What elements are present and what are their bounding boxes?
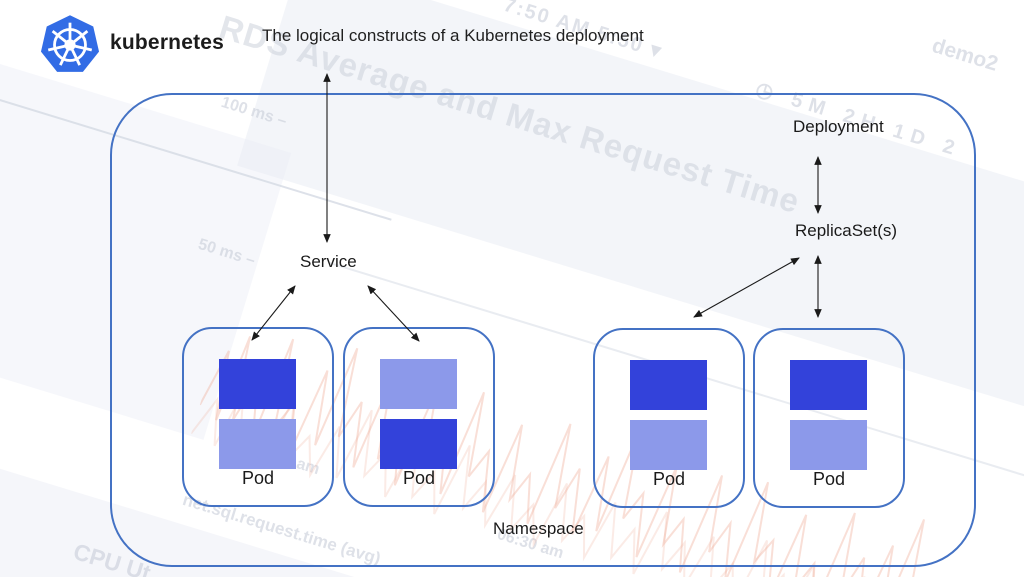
service-label: Service [300,252,357,271]
replicaset-label: ReplicaSet(s) [795,221,898,240]
pod-label: Pod [812,469,846,489]
container-block [630,360,707,410]
container-block [630,420,707,470]
deployment-label: Deployment [793,117,884,136]
pod-box: Pod [593,328,745,508]
pod-label: Pod [402,468,436,488]
container-block [219,419,296,469]
pod-label: Pod [241,468,275,488]
container-block [790,360,867,410]
container-block [380,419,457,469]
namespace-label: Namespace [493,519,584,538]
pod-box: Pod [343,327,495,507]
kubernetes-logo-icon [40,15,100,72]
container-block [219,359,296,409]
namespace-box [110,93,976,567]
pod-box: Pod [182,327,334,507]
kubernetes-wordmark: kubernetes [110,31,225,54]
watermark-env-label: demo2 [929,34,1001,76]
container-block [790,420,867,470]
pod-box: Pod [753,328,905,508]
pod-label: Pod [652,469,686,489]
slide-title: The logical constructs of a Kubernetes d… [262,26,644,45]
container-block [380,359,457,409]
